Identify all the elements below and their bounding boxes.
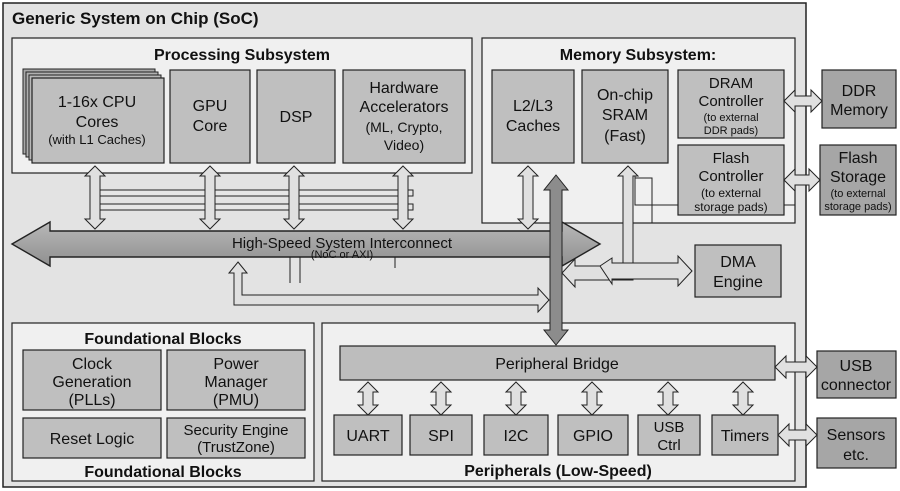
external-arrows [774, 88, 823, 448]
ddr-label-1: DDR [842, 83, 877, 100]
spi-block: SPI [409, 414, 473, 456]
usbctrl-label-2: Ctrl [657, 437, 680, 454]
sram-label-1: On-chip [597, 87, 653, 104]
central-bus-arrow [542, 174, 570, 346]
interconnect-label: High-Speed System Interconnect [232, 235, 453, 252]
peripheral-bridge-label: Peripheral Bridge [495, 356, 619, 373]
timers-label: Timers [721, 428, 769, 445]
sensors-label-2: etc. [843, 447, 869, 464]
power-label-3: (PMU) [213, 392, 259, 409]
dram-label-1: DRAM [709, 75, 753, 92]
dram-label-3: (to external [703, 112, 758, 124]
bus-loop-arrow [227, 261, 550, 314]
interconnect-sublabel: (NoC or AXI) [311, 249, 373, 261]
processing-bus-arrows [83, 165, 540, 230]
sensors-block: Sensors etc. [816, 417, 897, 469]
dma-engine-block: DMA Engine [694, 244, 782, 298]
uart-label: UART [346, 428, 389, 445]
flash-storage-block: Flash Storage (to external storage pads) [819, 144, 897, 216]
foundational-blocks-title: Foundational Blocks [84, 331, 241, 348]
i2c-label: I2C [504, 428, 529, 445]
cpu-label-1: 1-16x CPU [58, 94, 136, 111]
flash-controller-block: Flash Controller (to external storage pa… [677, 144, 785, 216]
timers-block: Timers [711, 414, 779, 456]
soc-title: Generic System on Chip (SoC) [12, 9, 259, 28]
gpu-label-1: GPU [193, 98, 228, 115]
flash-storage-label-2: Storage [830, 169, 886, 186]
onchip-sram-block: On-chip SRAM (Fast) [581, 69, 669, 164]
dram-label-4: DDR pads) [704, 125, 758, 137]
security-engine-block: Security Engine (TrustZone) [166, 417, 306, 459]
security-label-1: Security Engine [183, 422, 288, 439]
security-label-2: (TrustZone) [197, 439, 275, 456]
l2l3-label-1: L2/L3 [513, 98, 553, 115]
i2c-block: I2C [483, 414, 549, 456]
usb-conn-label-1: USB [840, 358, 873, 375]
power-manager-block: Power Manager (PMU) [166, 349, 306, 411]
usb-ctrl-block: USB Ctrl [637, 414, 701, 456]
cpu-label-2: Cores [76, 114, 119, 131]
hardware-accelerators-block: Hardware Accelerators (ML, Crypto, Video… [342, 69, 466, 164]
clock-label-1: Clock [72, 356, 113, 373]
dma-arrow [599, 254, 693, 288]
ddr-memory-block: DDR Memory [821, 69, 897, 129]
dma-label-1: DMA [720, 254, 756, 271]
flash-ctrl-label-1: Flash [713, 150, 750, 167]
cpu-label-3: (with L1 Caches) [48, 132, 146, 147]
connector-lines [289, 173, 795, 283]
dram-label-2: Controller [698, 93, 763, 110]
memory-subsystem-title: Memory Subsystem: [560, 47, 717, 64]
usb-conn-label-2: connector [821, 377, 892, 394]
dram-controller-block: DRAM Controller (to external DDR pads) [677, 69, 785, 139]
bridge-peripheral-arrows [356, 381, 755, 416]
power-label-1: Power [213, 356, 259, 373]
dsp-label: DSP [280, 109, 313, 126]
sram-label-2: SRAM [602, 107, 648, 124]
cpu-cores-block: 1-16x CPU Cores (with L1 Caches) [22, 68, 165, 164]
usb-connector-block: USB connector [816, 350, 897, 399]
hwacc-label-3: (ML, Crypto, [365, 119, 442, 135]
foundational-blocks-caption: Foundational Blocks [84, 464, 241, 481]
usbctrl-label-1: USB [654, 419, 685, 436]
flash-storage-label-4: storage pads) [824, 201, 891, 213]
flash-ctrl-label-3: (to external [701, 186, 761, 200]
flash-ctrl-label-4: storage pads) [694, 200, 767, 214]
clock-label-2: Generation [52, 374, 131, 391]
ddr-label-2: Memory [830, 102, 888, 119]
gpio-block: GPIO [557, 414, 629, 456]
reset-label: Reset Logic [50, 431, 135, 448]
l2-l3-caches-block: L2/L3 Caches [491, 69, 575, 164]
peripherals-title: Peripherals (Low-Speed) [464, 463, 652, 480]
sram-label-3: (Fast) [604, 128, 646, 145]
hwacc-label-2: Accelerators [360, 99, 449, 116]
dsp-block: DSP [256, 69, 336, 164]
hwacc-label-4: Video) [384, 137, 424, 153]
spi-label: SPI [428, 428, 454, 445]
gpu-label-2: Core [193, 118, 228, 135]
clock-generation-block: Clock Generation (PLLs) [22, 349, 162, 411]
sensors-label-1: Sensors [827, 427, 886, 444]
flash-ctrl-label-2: Controller [698, 168, 763, 185]
uart-block: UART [333, 414, 403, 456]
high-speed-interconnect: High-Speed System Interconnect (NoC or A… [10, 220, 602, 268]
power-label-2: Manager [204, 374, 268, 391]
flash-storage-label-3: (to external [830, 188, 885, 200]
gpu-core-block: GPU Core [169, 69, 251, 164]
l2l3-label-2: Caches [506, 118, 560, 135]
flash-storage-label-1: Flash [838, 150, 877, 167]
gpio-label: GPIO [573, 428, 613, 445]
hwacc-label-1: Hardware [369, 80, 438, 97]
processing-subsystem-title: Processing Subsystem [154, 47, 330, 64]
peripheral-bridge: Peripheral Bridge [339, 345, 776, 381]
dma-label-2: Engine [713, 274, 763, 291]
clock-label-3: (PLLs) [68, 392, 115, 409]
reset-logic-block: Reset Logic [22, 417, 162, 459]
